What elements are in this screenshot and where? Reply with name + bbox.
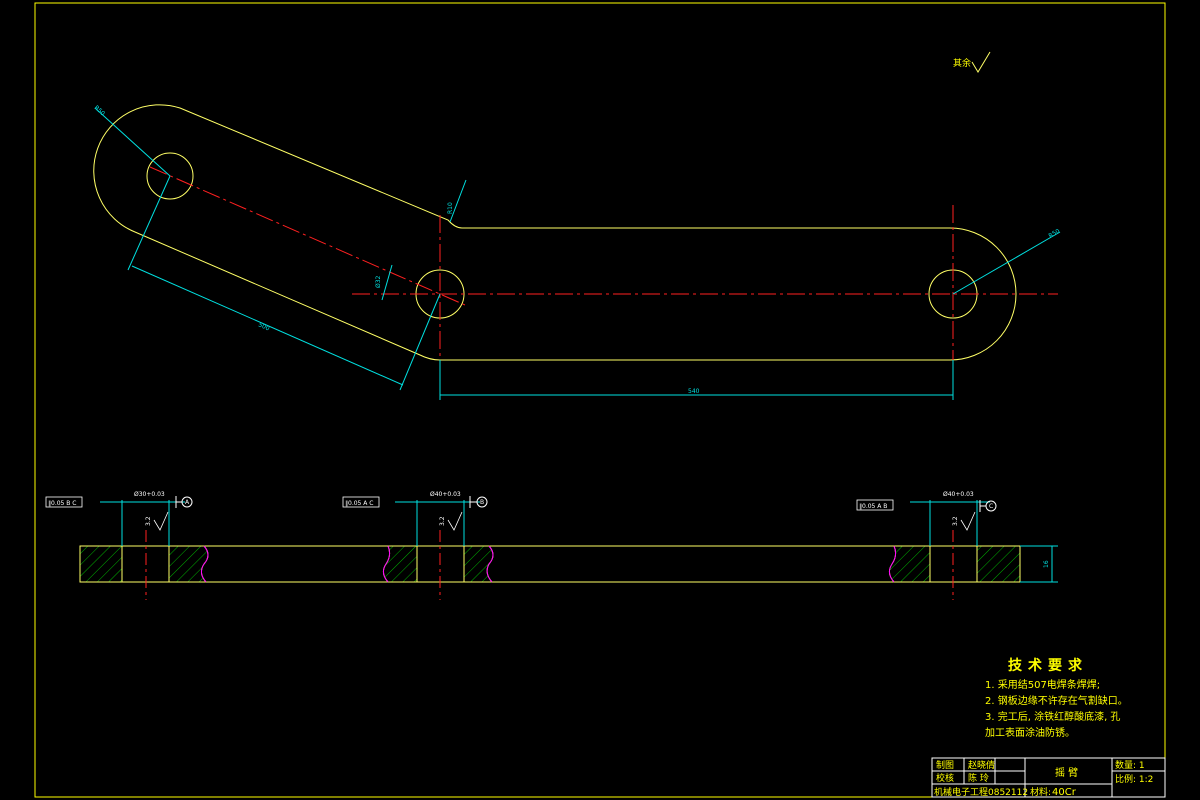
arm-outline bbox=[93, 104, 1017, 361]
tolerance-text-left: ∥0.05 B C bbox=[48, 500, 76, 507]
roughness-symbol bbox=[971, 51, 991, 73]
bore-text-mid: Ø40+0.03 bbox=[430, 491, 461, 498]
datum-text-b: B bbox=[480, 499, 484, 506]
dim-text-540: 540 bbox=[688, 388, 700, 395]
dim-ext-oblique-1 bbox=[127, 175, 171, 271]
hatch-left-a bbox=[79, 545, 123, 583]
hatch-right-b bbox=[976, 545, 1021, 583]
dim-line-500 bbox=[131, 265, 404, 386]
plan-view bbox=[93, 104, 1061, 400]
thickness-text: 16 bbox=[1043, 560, 1050, 568]
dim-text-center: Ø32 bbox=[375, 275, 382, 288]
datum-text-a: A bbox=[185, 499, 190, 506]
part-name: 摇 臂 bbox=[1055, 766, 1078, 779]
tech-line-1: 1. 采用结507电焊条焊焊; bbox=[985, 678, 1100, 691]
datum-circle-a bbox=[181, 496, 193, 508]
tolerance-frame-mid bbox=[342, 496, 380, 508]
dim-text-r50-left: R50 bbox=[93, 104, 107, 117]
tech-line-3: 3. 完工后, 涂铁红醇酸底漆, 孔 bbox=[985, 710, 1120, 723]
tolerance-frame-right bbox=[856, 499, 894, 511]
tolerance-text-right: ∥0.05 A B bbox=[859, 503, 887, 510]
roughness-mark-right bbox=[960, 511, 976, 531]
bore-text-left: Ø30+0.03 bbox=[134, 491, 165, 498]
tech-line-2: 2. 钢板边缘不许存在气割缺口。 bbox=[985, 694, 1128, 707]
dim-text-r50-right: R50 bbox=[1048, 228, 1062, 240]
drawing-border bbox=[34, 2, 1166, 798]
tolerance-frame-left bbox=[45, 496, 83, 508]
tech-title: 技术要求 bbox=[1008, 657, 1088, 674]
drawn-name: 赵晓倩 bbox=[968, 759, 995, 771]
hole-left bbox=[146, 152, 194, 200]
dim-text-r10: R10 bbox=[447, 202, 454, 214]
roughness-mark-left bbox=[153, 511, 169, 531]
break-line-4 bbox=[888, 545, 897, 583]
material-label: 材料: bbox=[1030, 786, 1051, 798]
tech-line-4: 加工表面涂油防锈。 bbox=[985, 726, 1075, 739]
dim-leader-r50-right bbox=[952, 231, 1061, 295]
tolerance-text-mid: ∥0.05 A C bbox=[345, 500, 373, 507]
datum-circle-b bbox=[476, 496, 488, 508]
dim-ext-oblique-2 bbox=[399, 293, 441, 391]
datum-text-c: C bbox=[989, 503, 993, 510]
break-line-3 bbox=[486, 545, 494, 583]
dim-text-500: 500 bbox=[257, 321, 270, 332]
drawn-label: 制图 bbox=[936, 759, 954, 771]
roughness-text-left: 3.2 bbox=[145, 516, 152, 526]
checked-name: 陈 玲 bbox=[968, 772, 989, 784]
scale: 比例: 1:2 bbox=[1115, 773, 1153, 785]
title-block bbox=[931, 757, 1166, 798]
dim-leader-r10 bbox=[449, 179, 467, 223]
roughness-text-mid: 3.2 bbox=[439, 516, 446, 526]
material-value: 40Cr bbox=[1052, 787, 1077, 798]
dim-leader-center bbox=[381, 264, 393, 301]
school-label: 机械电子工程0852112 bbox=[934, 786, 1028, 798]
section-view bbox=[45, 496, 1058, 600]
bore-text-right: Ø40+0.03 bbox=[943, 491, 974, 498]
dim-leader-r50-left bbox=[94, 107, 171, 177]
checked-label: 校核 bbox=[936, 772, 954, 784]
quantity: 数量: 1 bbox=[1115, 759, 1145, 771]
break-line-1 bbox=[200, 545, 209, 583]
break-line-2 bbox=[382, 545, 391, 583]
roughness-note: 其余 bbox=[953, 57, 971, 69]
roughness-mark-mid bbox=[447, 511, 463, 531]
hatch-mid-a bbox=[382, 545, 418, 583]
roughness-text-right: 3.2 bbox=[952, 516, 959, 526]
center-line-oblique bbox=[149, 166, 466, 306]
datum-circle-c bbox=[985, 500, 997, 512]
